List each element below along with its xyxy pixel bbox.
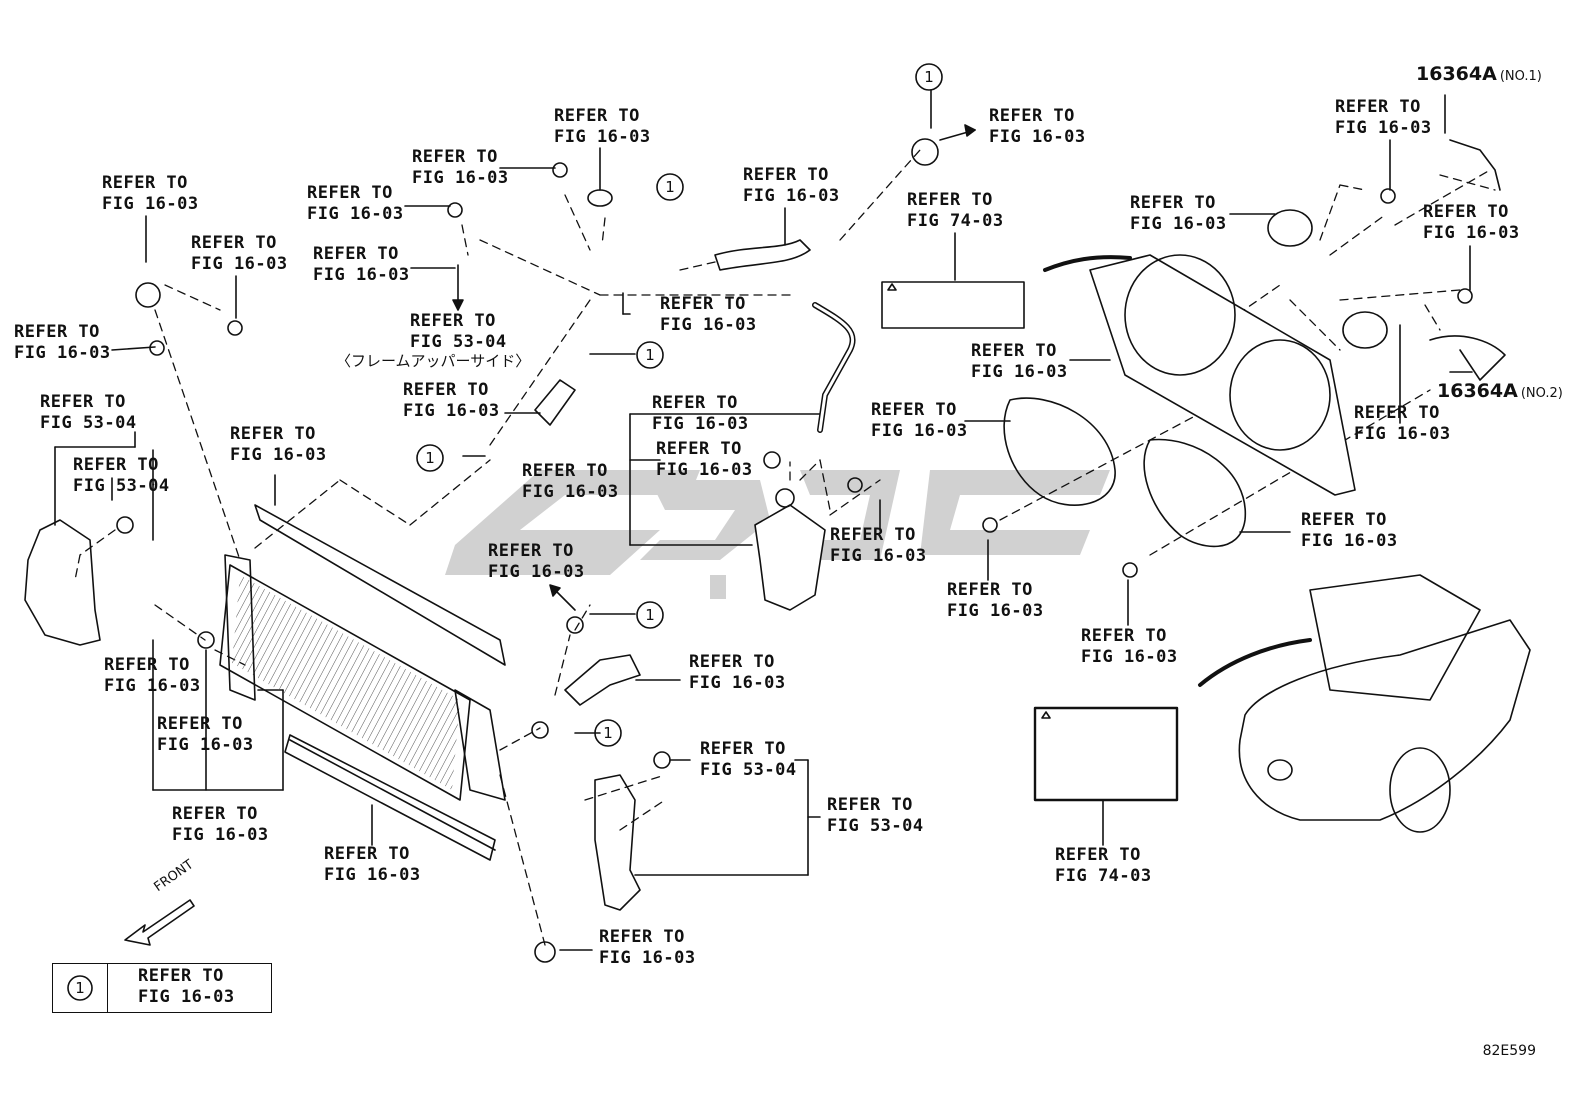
marker-text: 1 (425, 449, 435, 467)
arrows (124, 124, 976, 946)
reservoir-tank (754, 451, 826, 611)
wire-harnesses (1043, 139, 1506, 687)
marker-text: 1 (645, 606, 655, 624)
marker-text: 1 (645, 346, 655, 364)
fan-motors (1267, 209, 1388, 349)
watermark-logo (445, 470, 1110, 599)
label-panel-upper (881, 281, 1025, 329)
marker-text: 1 (665, 178, 675, 196)
fasteners (116, 138, 1473, 963)
side-shroud-right (594, 774, 641, 911)
circle-markers (416, 63, 943, 747)
fan-blades (1003, 397, 1246, 548)
circle-marker-icon: 1 (67, 975, 93, 1001)
part-number-no1[interactable]: 16364A(NO.1) (1416, 63, 1542, 85)
svg-text:1: 1 (75, 979, 85, 997)
leader-lines (54, 89, 1473, 951)
fan-shroud (1089, 254, 1356, 496)
label-panel-lower (1033, 706, 1179, 802)
side-shroud-left (24, 519, 101, 646)
diagram-code: 82E599 (1482, 1043, 1536, 1059)
marker-text: 1 (924, 68, 934, 86)
hoses (534, 239, 856, 706)
marker-text: 1 (603, 724, 613, 742)
radiator (219, 504, 506, 861)
part-number-no2[interactable]: 16364A(NO.2) (1437, 380, 1563, 402)
vehicle-silhouette (1238, 574, 1531, 833)
frame-upper-side-note: 〈フレームアッパーサイド〉 (336, 352, 531, 370)
legend-symbol: 1 (53, 964, 108, 1012)
assembly-lines (74, 149, 1496, 946)
